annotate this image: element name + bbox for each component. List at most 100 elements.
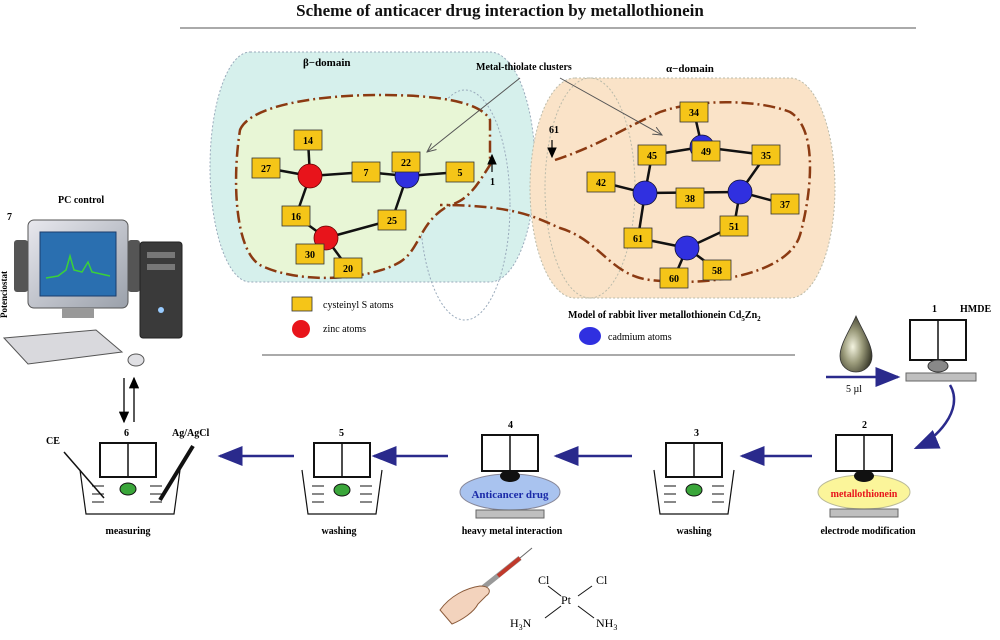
mouse xyxy=(127,353,145,367)
keyboard xyxy=(2,329,124,365)
end-label-1: 1 xyxy=(490,177,495,188)
cysteine-number: 7 xyxy=(364,168,369,179)
cysteine-box: 42 xyxy=(586,171,616,193)
cysteine-box: 58 xyxy=(702,259,732,281)
clusters-label: Metal-thiolate clusters xyxy=(476,62,572,73)
pc-computer: PC control 7 Potenciostat xyxy=(0,195,183,367)
cysteine-box: 7 xyxy=(351,161,381,183)
cysteine-boxes: 14 27 7 22 5 16 25 30 20 34 49 45 35 42 38 37 51 61 60 58 xyxy=(251,101,800,289)
beta-domain xyxy=(209,51,536,321)
counter-electrode xyxy=(63,451,105,499)
cysteine-box: 34 xyxy=(679,101,709,123)
cisplatin-cl-left: Cl xyxy=(538,573,550,587)
step-1-title: HMDE xyxy=(960,304,991,315)
cysteine-number: 16 xyxy=(291,212,301,223)
step-1-number: 1 xyxy=(932,304,937,315)
pc-step-number: 7 xyxy=(7,212,12,223)
cadmium-atom xyxy=(674,235,700,261)
cysteine-number: 51 xyxy=(729,222,739,233)
hand-icon xyxy=(439,585,490,625)
cysteine-box: 22 xyxy=(391,151,421,173)
cysteine-box: 25 xyxy=(377,209,407,231)
clusters-pointer-right xyxy=(559,77,662,135)
zinc-atom xyxy=(297,163,323,189)
cysteine-number: 45 xyxy=(647,151,657,162)
cysteine-number: 37 xyxy=(780,200,790,211)
legend-zinc-label: zinc atoms xyxy=(323,324,366,335)
cysteine-number: 58 xyxy=(712,266,722,277)
cysteine-number: 30 xyxy=(305,250,315,261)
cysteine-box: 45 xyxy=(637,144,667,166)
hmde-base xyxy=(905,372,977,382)
drop-volume: 5 µl xyxy=(846,384,862,395)
end-label-61: 61 xyxy=(549,125,559,136)
cysteine-number: 61 xyxy=(633,234,643,245)
cysteine-box: 5 xyxy=(445,161,475,183)
reference-electrode xyxy=(158,444,195,502)
legend-cadmium-label: cadmium atoms xyxy=(608,332,672,343)
legend-cadmium-swatch xyxy=(579,327,601,345)
cysteine-number: 38 xyxy=(685,194,695,205)
cysteine-number: 25 xyxy=(387,216,397,227)
ce-label: CE xyxy=(46,436,60,447)
cysteine-number: 5 xyxy=(458,168,463,179)
step-2-caption: electrode modification xyxy=(820,526,916,537)
cysteine-number: 20 xyxy=(343,264,353,275)
step-4: 4 Anticancer drug heavy metal interactio… xyxy=(459,420,563,537)
cysteine-box: 37 xyxy=(770,193,800,215)
cysteine-box: 30 xyxy=(295,243,325,265)
cysteine-box: 38 xyxy=(675,187,705,209)
drug-label: Anticancer drug xyxy=(471,489,549,501)
cysteine-box: 61 xyxy=(623,227,653,249)
legend: cysteinyl S atoms zinc atoms Model of ra… xyxy=(291,296,761,345)
step-2: 2 metallothionein electrode modification xyxy=(817,420,916,537)
washing-beaker xyxy=(653,469,735,515)
cysteine-box: 51 xyxy=(719,215,749,237)
ref-electrode-label: Ag/AgCl xyxy=(172,428,209,439)
sample-drop xyxy=(839,314,873,373)
cysteine-box: 16 xyxy=(281,205,311,227)
step-2-number: 2 xyxy=(862,420,867,431)
cisplatin-nh3-left: H3N xyxy=(510,616,532,632)
cysteine-number: 34 xyxy=(689,108,699,119)
step-5-number: 5 xyxy=(339,428,344,439)
step-5: 5 washing xyxy=(301,428,383,537)
washing-beaker xyxy=(301,469,383,515)
alpha-cluster-outline xyxy=(439,101,812,284)
monitor-stand xyxy=(62,308,94,318)
cysteine-box: 60 xyxy=(659,267,689,289)
measuring-beaker xyxy=(79,469,181,515)
speaker-left xyxy=(14,240,28,292)
beta-domain-label: β−domain xyxy=(303,57,351,69)
step-6-number: 6 xyxy=(124,428,129,439)
cisplatin-cl-right: Cl xyxy=(596,573,608,587)
monitor-screen xyxy=(39,231,117,297)
speaker-right xyxy=(128,240,140,292)
cadmium-atom xyxy=(727,179,753,205)
voltammogram-trace xyxy=(45,253,111,279)
pc-label: PC control xyxy=(58,195,104,206)
step-3: 3 washing xyxy=(653,428,735,537)
cysteine-box: 14 xyxy=(293,129,323,151)
step-3-number: 3 xyxy=(694,428,699,439)
cysteine-number: 27 xyxy=(261,164,271,175)
step-1-hmde: 1 HMDE 5 µl xyxy=(826,304,991,395)
cysteine-box: 35 xyxy=(751,144,781,166)
cisplatin-nh3-right: NH3 xyxy=(596,616,617,632)
legend-cysteinyl-label: cysteinyl S atoms xyxy=(323,300,394,311)
step-6: 6 CE Ag/AgCl measuring xyxy=(46,428,209,537)
cadmium-atom xyxy=(632,180,658,206)
page-title: Scheme of anticacer drug interaction by … xyxy=(296,1,704,20)
mercury-drop xyxy=(927,359,949,373)
clusters-pointer-left xyxy=(427,77,521,152)
alpha-domain-label: α−domain xyxy=(666,63,714,75)
cisplatin-pt: Pt xyxy=(561,593,572,607)
cysteine-box: 49 xyxy=(691,140,721,162)
cysteine-number: 42 xyxy=(596,178,606,189)
model-label: Model of rabbit liver metallothionein Cd… xyxy=(568,310,761,323)
legend-cysteinyl-swatch xyxy=(291,296,313,312)
cysteine-box: 20 xyxy=(333,257,363,279)
cysteine-number: 49 xyxy=(701,147,711,158)
cysteine-number: 14 xyxy=(303,136,313,147)
